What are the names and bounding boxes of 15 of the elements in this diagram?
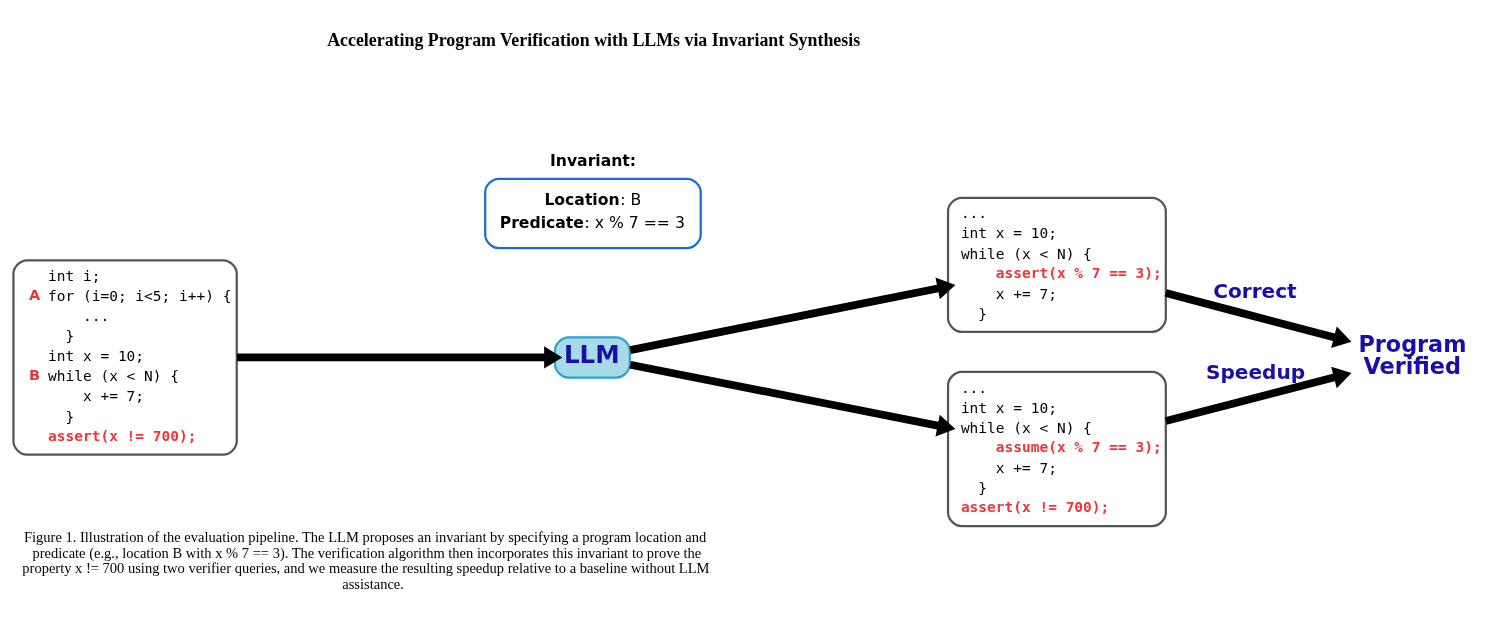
arrow [1164,366,1352,425]
node-box: int i; A for (i=0; i<5; i++) { ... } int x = 10; B while (x < N) { x += 7; } assert(x != 700); [12,259,238,456]
caption: Figure 1. Illustration of the evaluation pipeline. The LLM proposes an invariant by specifying a program location and predicate (e.g., location B with x % 7 == 3). The verification algorithm then incorporates this invariant to prove the property x != 700 using two verifier queries, and we measure the resulting speedup relative to a baseline without LLM assistance. [22,529,710,593]
node-box: Location: B Predicate: x % 7 == 3 [484,177,702,250]
diagram-title: Accelerating Program Verification with LLMs via Invariant Synthesis [327,29,861,50]
arrow [629,360,956,437]
edge-label: Speedup [1206,360,1306,385]
edge-label: Correct [1213,278,1297,303]
node-box: ... int x = 10; while (x < N) { assert(x % 7 == 3); x += 7; } [946,196,1167,333]
arrow [629,277,956,354]
node-text: Program Verified [1358,330,1467,380]
arrow [1164,289,1352,348]
node-box: ... int x = 10; while (x < N) { assume(x % 7 == 3); x += 7; } assert(x != 700); [946,370,1167,528]
node-box: LLM [553,336,631,379]
node-label: Invariant: [549,150,637,170]
